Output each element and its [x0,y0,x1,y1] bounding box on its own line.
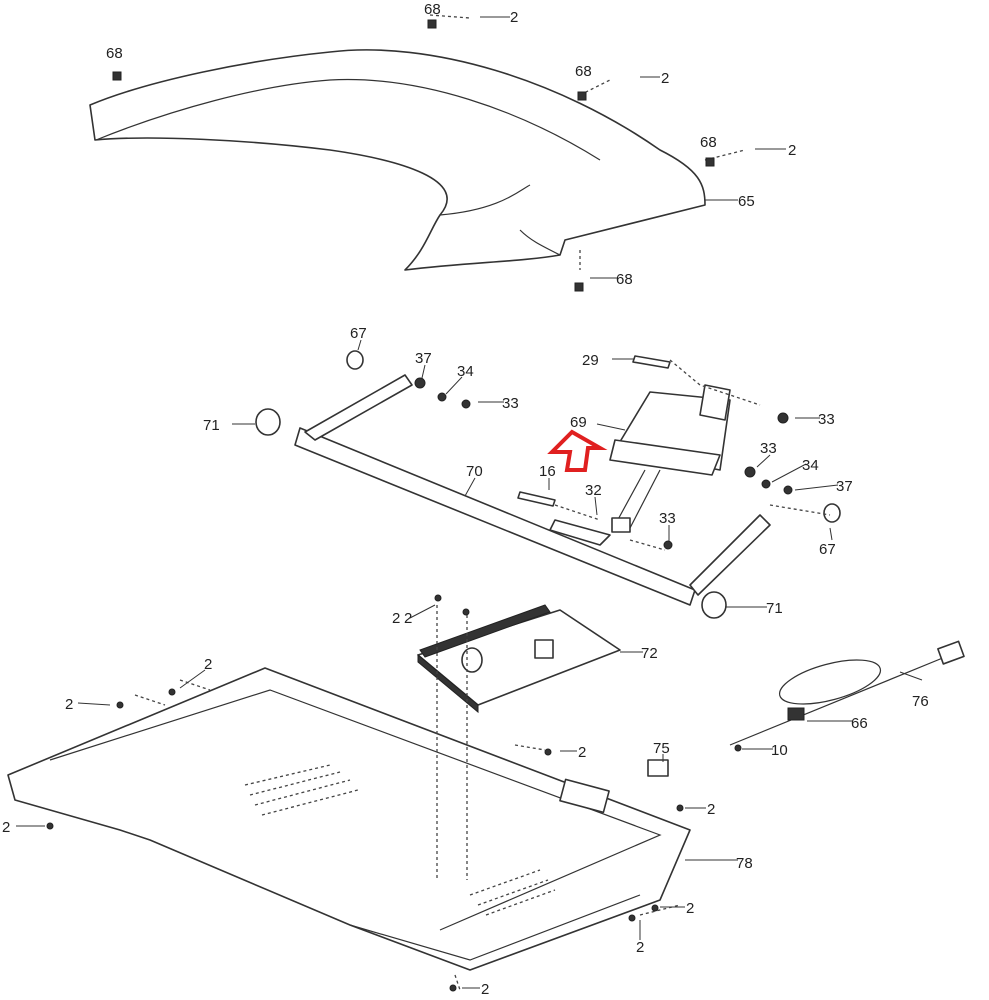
controller-board-part-72 [417,604,621,714]
callout-2: 2 [510,9,518,26]
callout-2: 2 [661,70,669,87]
callout-67: 67 [819,541,836,558]
callout-68: 68 [106,45,123,62]
callout-68: 68 [616,271,633,288]
power-cord-part-76 [647,640,965,777]
frame-bar-part-70 [255,350,841,619]
bushing-71 [255,408,281,436]
incline-motor-part-69 [517,355,731,533]
callout-33: 33 [818,411,835,428]
callout-labels: 68 2 68 68 2 68 2 65 68 67 37 34 33 29 3… [2,1,929,998]
callout-2: 2 [2,819,10,836]
switch-part-75 [647,759,669,777]
callout-2: 2 [578,744,586,761]
callout-37: 37 [415,350,432,367]
callout-2: 2 [636,939,644,956]
callout-70: 70 [466,463,483,480]
callout-72: 72 [641,645,658,662]
callout-33: 33 [760,440,777,457]
callout-69: 69 [570,414,587,431]
callout-33: 33 [659,510,676,527]
callout-2: 2 [788,142,796,159]
callout-2: 2 [481,981,489,998]
callout-2: 2 [686,900,694,917]
callout-68: 68 [424,1,441,18]
callout-37: 37 [836,478,853,495]
callout-33: 33 [502,395,519,412]
callout-2: 2 [392,610,400,627]
callout-32: 32 [585,482,602,499]
callout-34: 34 [802,457,819,474]
callout-65: 65 [738,193,755,210]
callout-71: 71 [766,600,783,617]
callout-68: 68 [700,134,717,151]
bushing-71 [701,591,727,619]
base-pan-part-78 [7,667,691,971]
callout-75: 75 [653,740,670,757]
highlight-arrow-icon [547,429,608,472]
callout-34: 34 [457,363,474,380]
callout-10: 10 [771,742,788,759]
callout-68: 68 [575,63,592,80]
callout-2: 2 [707,801,715,818]
callout-78: 78 [736,855,753,872]
motor-hood-part-65 [89,49,706,271]
callout-67: 67 [350,325,367,342]
fasteners [46,19,793,992]
vent-slots [244,764,556,916]
callout-29: 29 [582,352,599,369]
callout-2: 2 [404,610,412,627]
callout-16: 16 [539,463,556,480]
callout-2: 2 [65,696,73,713]
callout-71: 71 [203,417,220,434]
callout-2: 2 [204,656,212,673]
callout-66: 66 [851,715,868,732]
callout-76: 76 [912,693,929,710]
